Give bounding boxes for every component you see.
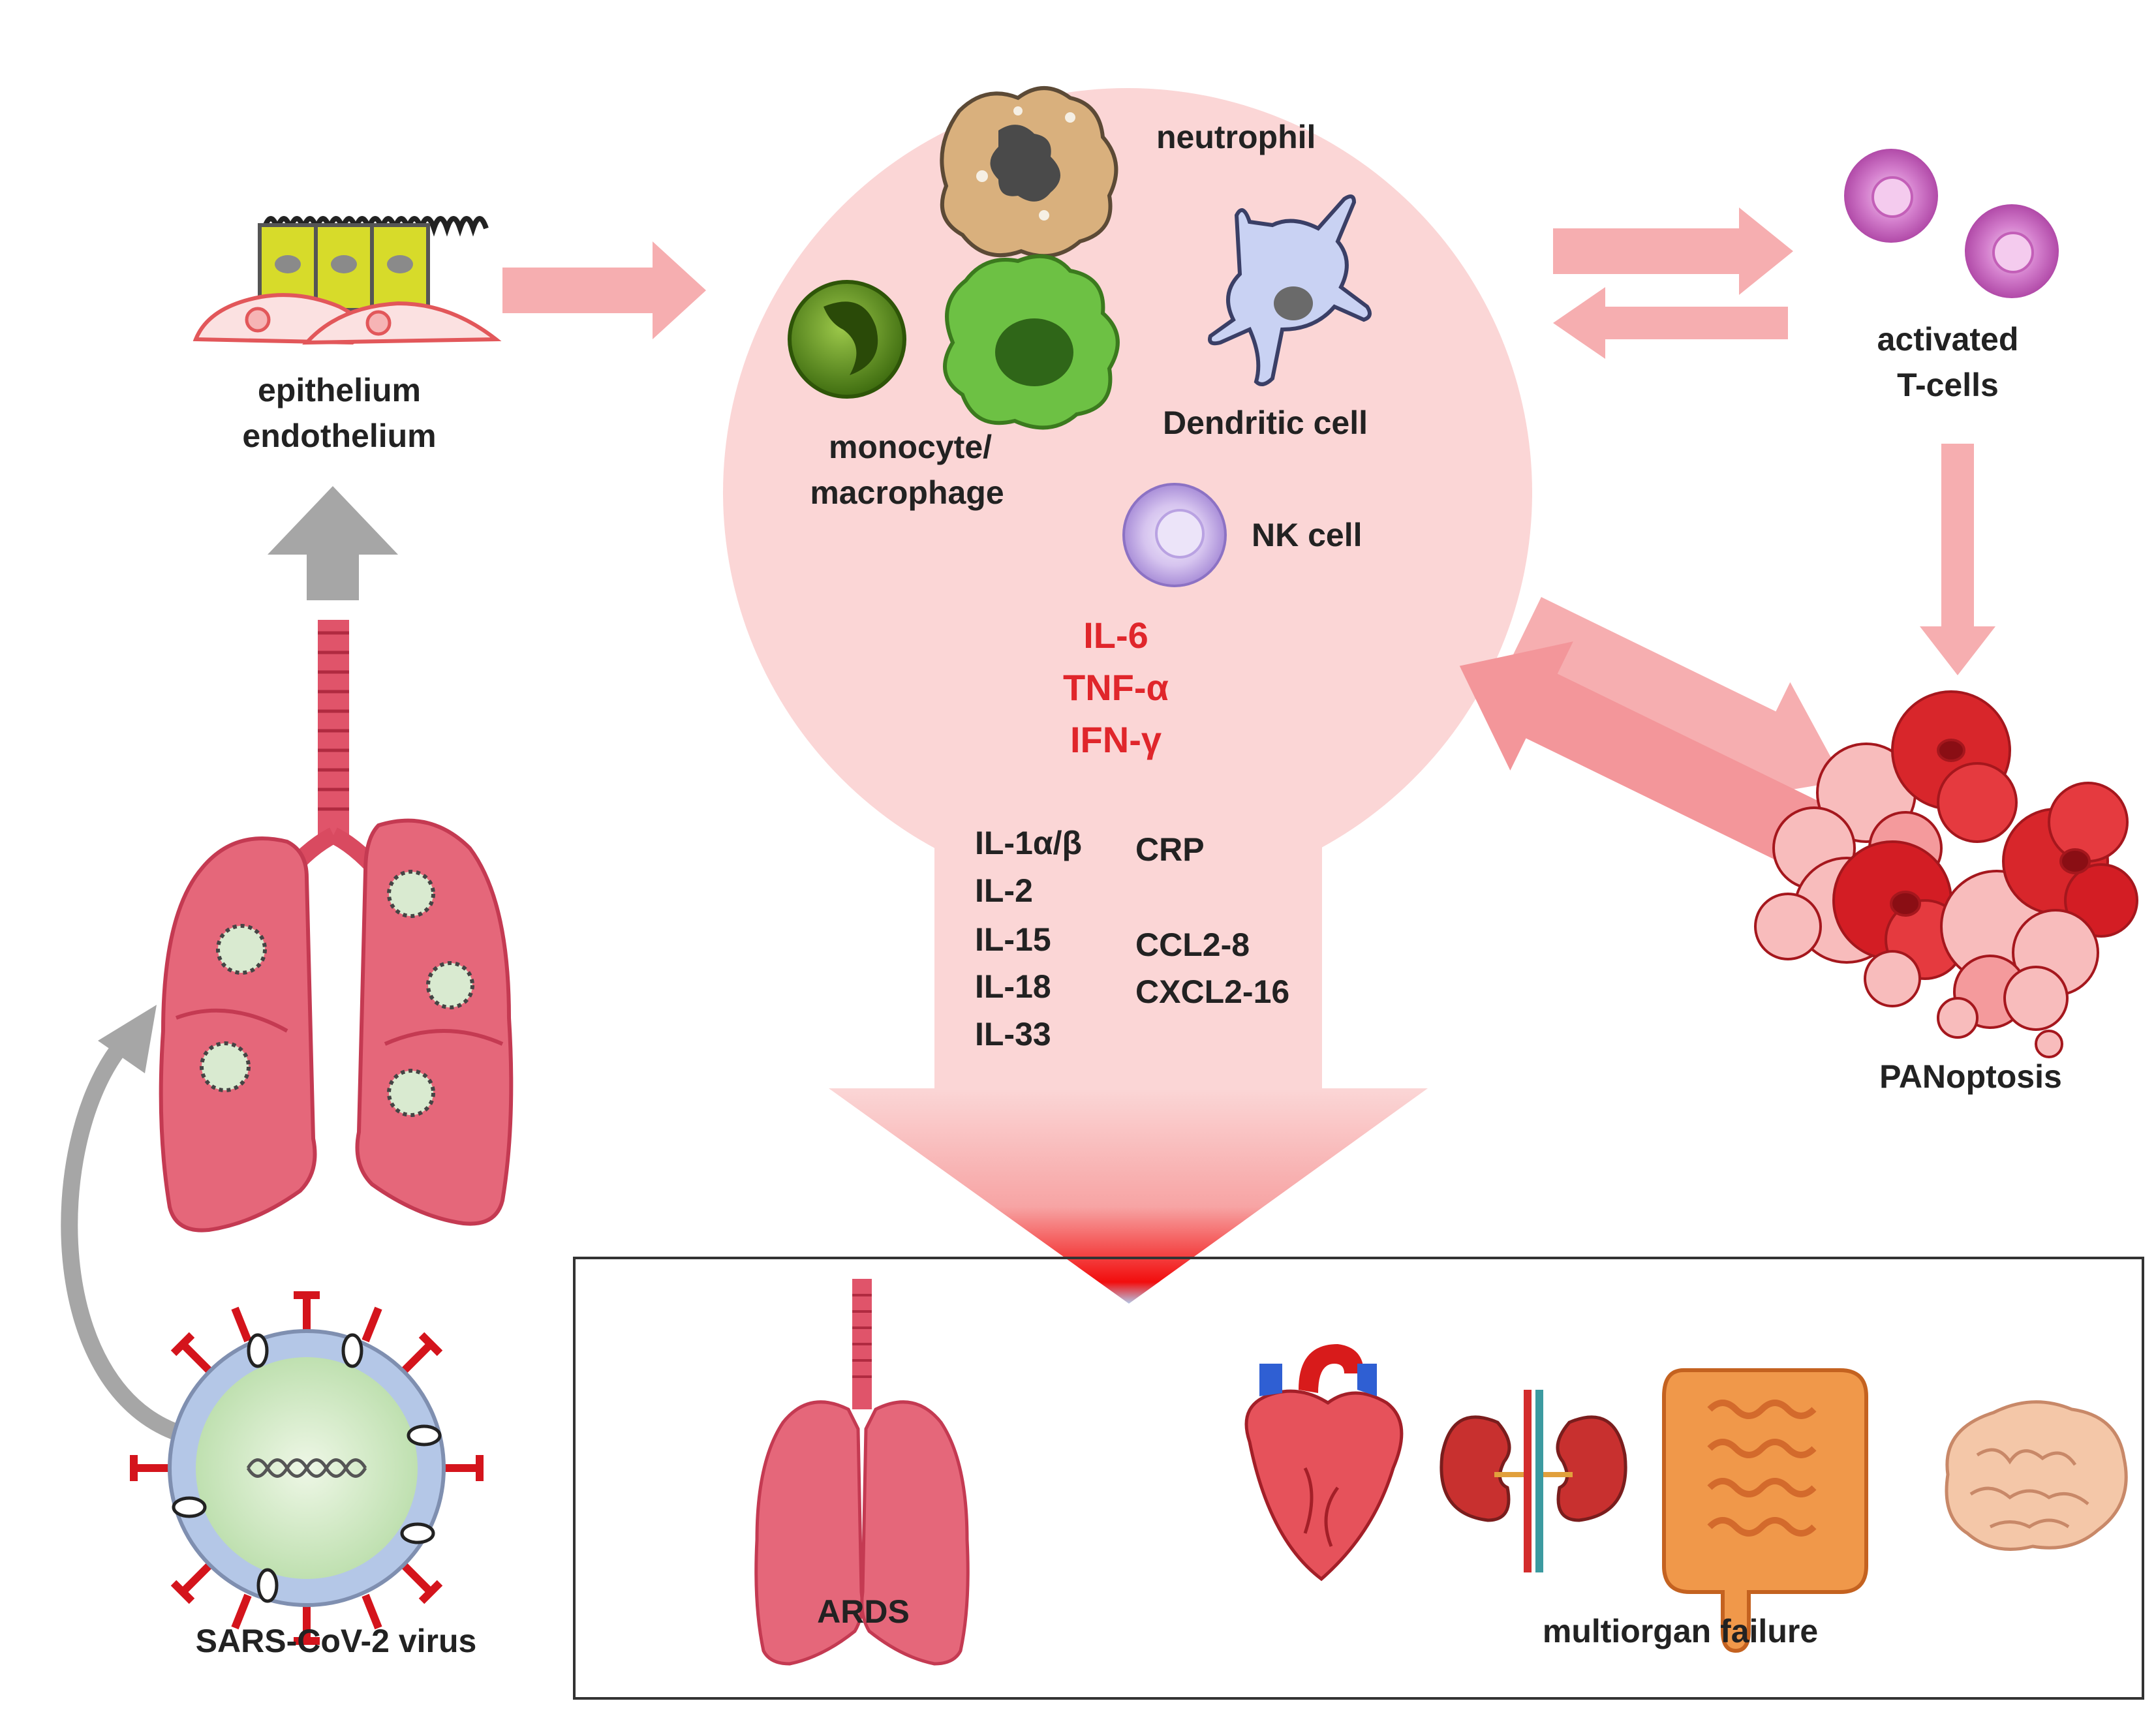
ards-label: ARDS	[817, 1593, 910, 1630]
outcome-box	[573, 1257, 2144, 1700]
ards-lungs-icon	[754, 1279, 970, 1666]
tcells-label: T-cells	[1897, 367, 1999, 403]
epithelium-label: epithelium	[257, 372, 422, 408]
arrow-epithelium-to-cells	[502, 241, 706, 339]
arrow-lungs-to-epithelium	[268, 486, 398, 600]
neutrophil-icon	[940, 86, 1118, 258]
macrophage-icon	[943, 254, 1120, 430]
dendritic-cell-icon	[1208, 194, 1372, 386]
cytokine-major-1: IL-6	[1083, 615, 1148, 656]
t-cell-icon	[1844, 149, 2059, 298]
arrow-panoptosis-to-cells	[1459, 641, 1863, 887]
arrow-tcells-to-cells	[1553, 287, 1788, 359]
nk-cell-icon	[1122, 483, 1227, 587]
macrophage-label: macrophage	[810, 474, 1004, 511]
cytokine-right-2: CCL2-8	[1135, 927, 1250, 963]
kidneys-icon	[1440, 1390, 1627, 1572]
cytokine-left-1: IL-1α/β	[975, 825, 1083, 861]
arrow-virus-to-lungs	[61, 1045, 179, 1441]
nk-cell-label: NK cell	[1252, 517, 1363, 553]
monocyte-icon	[788, 280, 906, 399]
cytokine-right-3: CXCL2-16	[1135, 973, 1290, 1010]
activated-label: activated	[1877, 321, 2019, 358]
cytokine-major-3: IFN-γ	[1070, 719, 1162, 760]
cytokine-major-2: TNF-α	[1063, 667, 1169, 708]
cytokine-right-1: CRP	[1135, 831, 1205, 868]
endothelium-label: endothelium	[242, 418, 437, 454]
brain-icon	[1945, 1400, 2128, 1551]
neutrophil-label: neutrophil	[1156, 119, 1316, 155]
heart-icon	[1244, 1344, 1404, 1582]
cytokine-left-4: IL-18	[975, 968, 1051, 1005]
arrow-cells-to-tcells	[1553, 207, 1793, 295]
arrow-virus-to-lungs-head	[98, 1005, 157, 1073]
funnel-arrow	[829, 1088, 1428, 1304]
cytokine-left-5: IL-33	[975, 1016, 1051, 1052]
intestine-icon	[1662, 1368, 1868, 1653]
immune-bulb	[723, 88, 1532, 1096]
monocyte-label: monocyte/	[828, 429, 993, 465]
virus-icon	[130, 1291, 484, 1645]
panoptosis-icon	[1754, 690, 2138, 1058]
cytokine-left-2: IL-2	[975, 872, 1033, 909]
lungs-icon	[159, 620, 514, 1233]
arrow-cells-to-panoptosis	[1513, 597, 1844, 800]
multiorgan-failure-label: multiorgan failure	[1542, 1613, 1819, 1649]
sars-cov-2-label: SARS-CoV-2 virus	[195, 1623, 477, 1659]
panoptosis-label: PANoptosis	[1879, 1058, 2062, 1095]
arrow-tcells-to-panoptosis	[1920, 444, 1995, 675]
cytokine-left-3: IL-15	[975, 921, 1051, 958]
dendritic-cell-label: Dendritic cell	[1163, 405, 1368, 441]
epithelium-endothelium-icon	[192, 216, 502, 345]
